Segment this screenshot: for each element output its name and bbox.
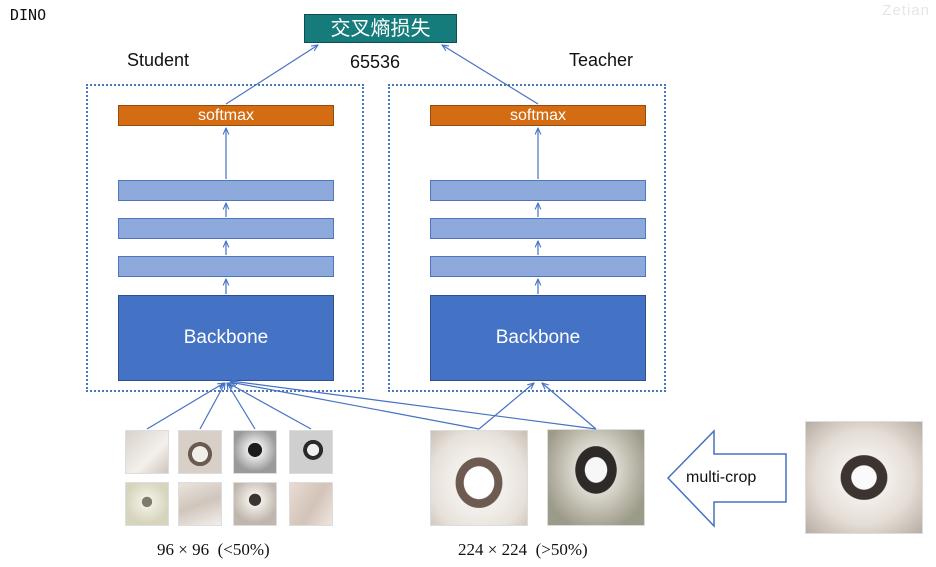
student-head-layer-2 bbox=[118, 218, 334, 239]
local-crop-3 bbox=[233, 430, 277, 474]
student-softmax-layer: softmax bbox=[118, 105, 334, 126]
teacher-head-layer-2 bbox=[430, 218, 646, 239]
local-crop-8 bbox=[289, 482, 333, 526]
teacher-softmax-layer: softmax bbox=[430, 105, 646, 126]
teacher-label: Teacher bbox=[569, 50, 634, 70]
teacher-backbone: Backbone bbox=[430, 295, 646, 381]
teacher-head-layer-3 bbox=[430, 180, 646, 201]
multi-crop-arrow-shape bbox=[666, 429, 787, 528]
local-crop-1 bbox=[125, 430, 169, 474]
student-backbone: Backbone bbox=[118, 295, 334, 381]
student-crop-caption: 96 × 96 (<50%) bbox=[157, 540, 270, 559]
teacher-crop-caption: 224 × 224 (>50%) bbox=[458, 540, 588, 559]
teacher-to-loss-arrow bbox=[442, 45, 539, 105]
dimension-label: 65536 bbox=[350, 52, 401, 72]
multi-crop-label: multi-crop bbox=[686, 469, 757, 486]
local-crop-6 bbox=[178, 482, 222, 526]
student-head-layer-3 bbox=[118, 180, 334, 201]
teacher-head-layer-1 bbox=[430, 256, 646, 277]
teacher-network-box bbox=[388, 84, 666, 392]
local-crop-2 bbox=[178, 430, 222, 474]
global-crop-1 bbox=[430, 430, 528, 526]
global-crop-2 bbox=[547, 429, 645, 526]
local-crop-5 bbox=[125, 482, 169, 526]
cross-entropy-loss-box: 交叉熵损失 bbox=[304, 14, 457, 43]
watermark: Zetian bbox=[882, 2, 930, 19]
local-crop-4 bbox=[289, 430, 333, 474]
local-crop-7 bbox=[233, 482, 277, 526]
student-label: Student bbox=[127, 50, 190, 70]
student-head-layer-1 bbox=[118, 256, 334, 277]
slide-title: DINO bbox=[10, 6, 47, 24]
original-cat-image bbox=[805, 421, 923, 534]
student-network-box bbox=[86, 84, 364, 392]
student-to-loss-arrow bbox=[225, 45, 318, 105]
